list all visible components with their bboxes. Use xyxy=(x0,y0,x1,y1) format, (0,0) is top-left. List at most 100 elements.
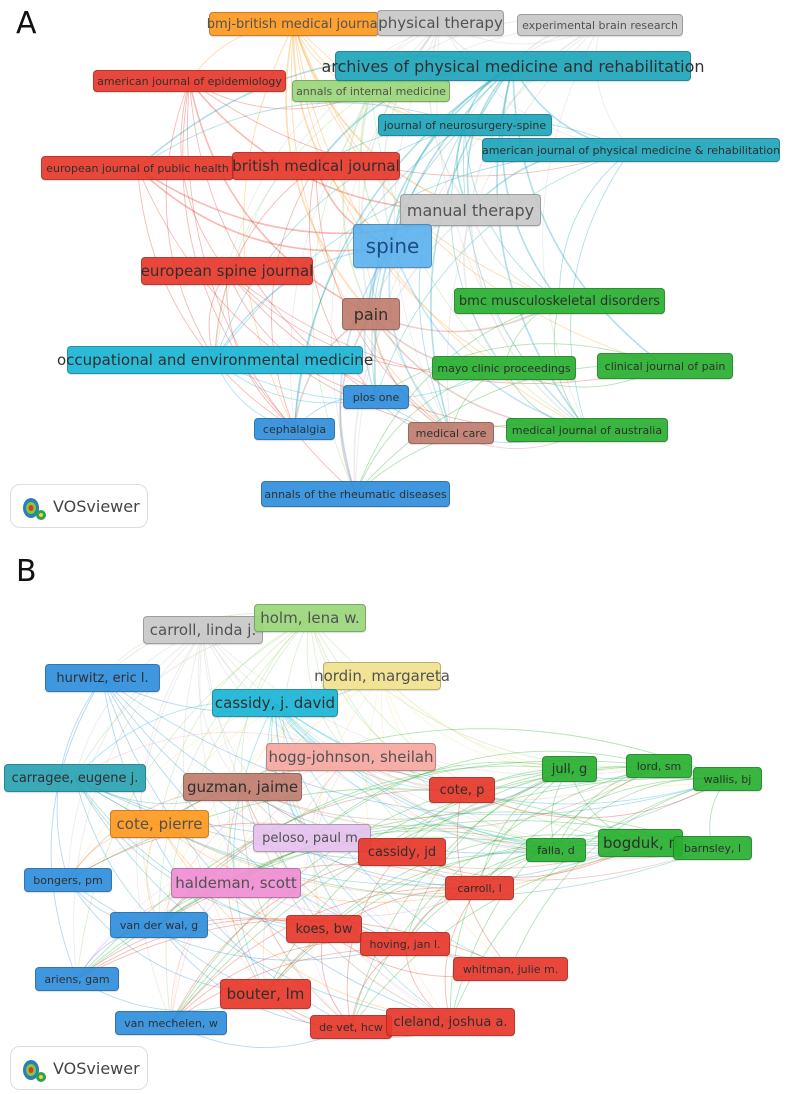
link-edge xyxy=(197,629,243,788)
link-edge xyxy=(339,313,372,495)
link-edge xyxy=(350,765,660,1028)
link-edge xyxy=(158,617,311,926)
network-node[interactable]: wallis, bj xyxy=(693,767,762,791)
network-node[interactable]: medical journal of australia xyxy=(506,418,668,442)
network-node[interactable]: european spine journal xyxy=(141,257,313,285)
vosviewer-logo-icon xyxy=(23,1060,46,1082)
network-node[interactable]: peloso, paul m. xyxy=(253,824,371,852)
link-edge xyxy=(312,90,372,495)
node-label: hogg-johnson, sheilah xyxy=(268,748,434,766)
network-node[interactable]: barnsley, l xyxy=(673,836,752,860)
network-node[interactable]: bmj-british medical journal xyxy=(207,12,381,36)
network-node[interactable]: nordin, margareta xyxy=(314,662,450,690)
network-node[interactable]: carroll, linda j. xyxy=(143,616,263,644)
network-node[interactable]: jull, g xyxy=(542,756,597,782)
link-edge xyxy=(102,677,352,1028)
network-node[interactable]: hurwitz, eric l. xyxy=(45,664,160,692)
network-node[interactable]: carragee, eugene j. xyxy=(4,764,146,792)
network-node[interactable]: american journal of epidemiology xyxy=(93,70,286,92)
network-node[interactable]: archives of physical medicine and rehabi… xyxy=(321,51,705,81)
network-node[interactable]: cote, pierre xyxy=(110,810,209,838)
network-node[interactable]: mayo clinic proceedings xyxy=(432,356,576,380)
link-edge xyxy=(381,675,660,771)
network-node[interactable]: cote, p xyxy=(429,777,495,803)
link-edge xyxy=(137,102,466,169)
link-edge xyxy=(233,702,276,995)
network-node[interactable]: ariens, gam xyxy=(35,967,119,991)
node-label: cote, p xyxy=(439,782,485,798)
network-node[interactable]: medical care xyxy=(408,422,494,444)
vosviewer-label: VOSviewer xyxy=(53,496,140,516)
network-node[interactable]: de vet, hcw xyxy=(310,1015,392,1039)
network-node[interactable]: whitman, julie m. xyxy=(453,957,568,981)
link-edge xyxy=(202,629,313,839)
network-node[interactable]: cephalalgia xyxy=(254,418,335,440)
network-node[interactable]: cassidy, jd xyxy=(358,838,446,866)
link-edge xyxy=(67,788,641,881)
network-node[interactable]: van mechelen, w xyxy=(115,1011,227,1035)
link-edge xyxy=(159,617,311,825)
network-node[interactable]: spine xyxy=(353,224,432,268)
node-label: carroll, linda j. xyxy=(149,621,257,639)
node-label: cleland, joshua a. xyxy=(393,1014,508,1030)
node-label: pain xyxy=(353,304,389,324)
node-label: peloso, paul m. xyxy=(262,830,362,846)
node-label: european spine journal xyxy=(140,262,314,280)
network-node[interactable]: european journal of public health xyxy=(41,156,234,180)
network-node[interactable]: bogduk, n xyxy=(598,829,683,857)
link-edge xyxy=(350,756,557,851)
node-label: whitman, julie m. xyxy=(462,962,559,976)
node-label: plos one xyxy=(352,390,400,404)
link-edge xyxy=(595,24,632,151)
node-label: bogduk, n xyxy=(603,834,678,852)
link-edge xyxy=(350,768,570,1028)
network-node[interactable]: lord, sm xyxy=(626,754,692,778)
network-node[interactable]: bmc musculoskeletal disorders xyxy=(454,288,665,314)
network-node[interactable]: haldeman, scott xyxy=(171,868,301,898)
link-edge xyxy=(102,677,557,854)
network-node[interactable]: carroll, l xyxy=(445,876,514,900)
link-edge xyxy=(214,124,466,361)
network-node[interactable]: journal of neurosurgery-spine xyxy=(378,114,552,136)
network-node[interactable]: bongers, pm xyxy=(24,868,112,892)
node-label: mayo clinic proceedings xyxy=(437,361,571,375)
network-node[interactable]: koes, bw xyxy=(286,915,362,943)
link-edge xyxy=(274,702,480,889)
network-node[interactable]: experimental brain research xyxy=(517,14,683,36)
network-node[interactable]: annals of the rheumatic diseases xyxy=(261,481,450,507)
network-node[interactable]: guzman, jaime xyxy=(183,773,302,801)
link-edge xyxy=(404,768,570,945)
link-edge xyxy=(381,675,570,770)
network-node[interactable]: clinical journal of pain xyxy=(597,353,733,379)
network-node[interactable]: van der wal, g xyxy=(110,912,208,938)
network-node[interactable]: falla, d xyxy=(526,838,586,862)
network-node[interactable]: annals of internal medicine xyxy=(292,80,450,102)
network-node[interactable]: holm, lena w. xyxy=(254,604,366,632)
network-node[interactable]: plos one xyxy=(343,385,409,409)
link-edge xyxy=(370,65,514,315)
link-edge xyxy=(559,149,632,302)
node-label: medical care xyxy=(415,426,487,440)
network-node[interactable]: manual therapy xyxy=(400,194,541,226)
node-label: occupational and environmental medicine xyxy=(56,351,374,369)
link-edge xyxy=(469,24,601,211)
network-node[interactable]: hoving, jan l. xyxy=(360,932,450,956)
link-edge xyxy=(311,837,451,1023)
link-edge xyxy=(170,756,352,1024)
network-node[interactable]: occupational and environmental medicine xyxy=(57,346,373,374)
link-edge xyxy=(469,209,588,431)
link-edge xyxy=(214,90,372,361)
network-node[interactable]: physical therapy xyxy=(377,10,504,36)
network-node[interactable]: american journal of physical medicine & … xyxy=(482,138,780,162)
network-node[interactable]: bouter, lm xyxy=(220,979,311,1009)
node-label: clinical journal of pain xyxy=(604,359,726,373)
network-node[interactable]: cassidy, j. david xyxy=(212,689,338,717)
network-node[interactable]: british medical journal xyxy=(232,152,400,180)
node-label: ariens, gam xyxy=(44,972,110,986)
network-node[interactable]: hogg-johnson, sheilah xyxy=(266,743,436,771)
link-edge xyxy=(188,80,372,315)
network-node[interactable]: pain xyxy=(342,298,400,330)
network-node[interactable]: cleland, joshua a. xyxy=(386,1008,515,1036)
link-edge xyxy=(293,23,560,302)
